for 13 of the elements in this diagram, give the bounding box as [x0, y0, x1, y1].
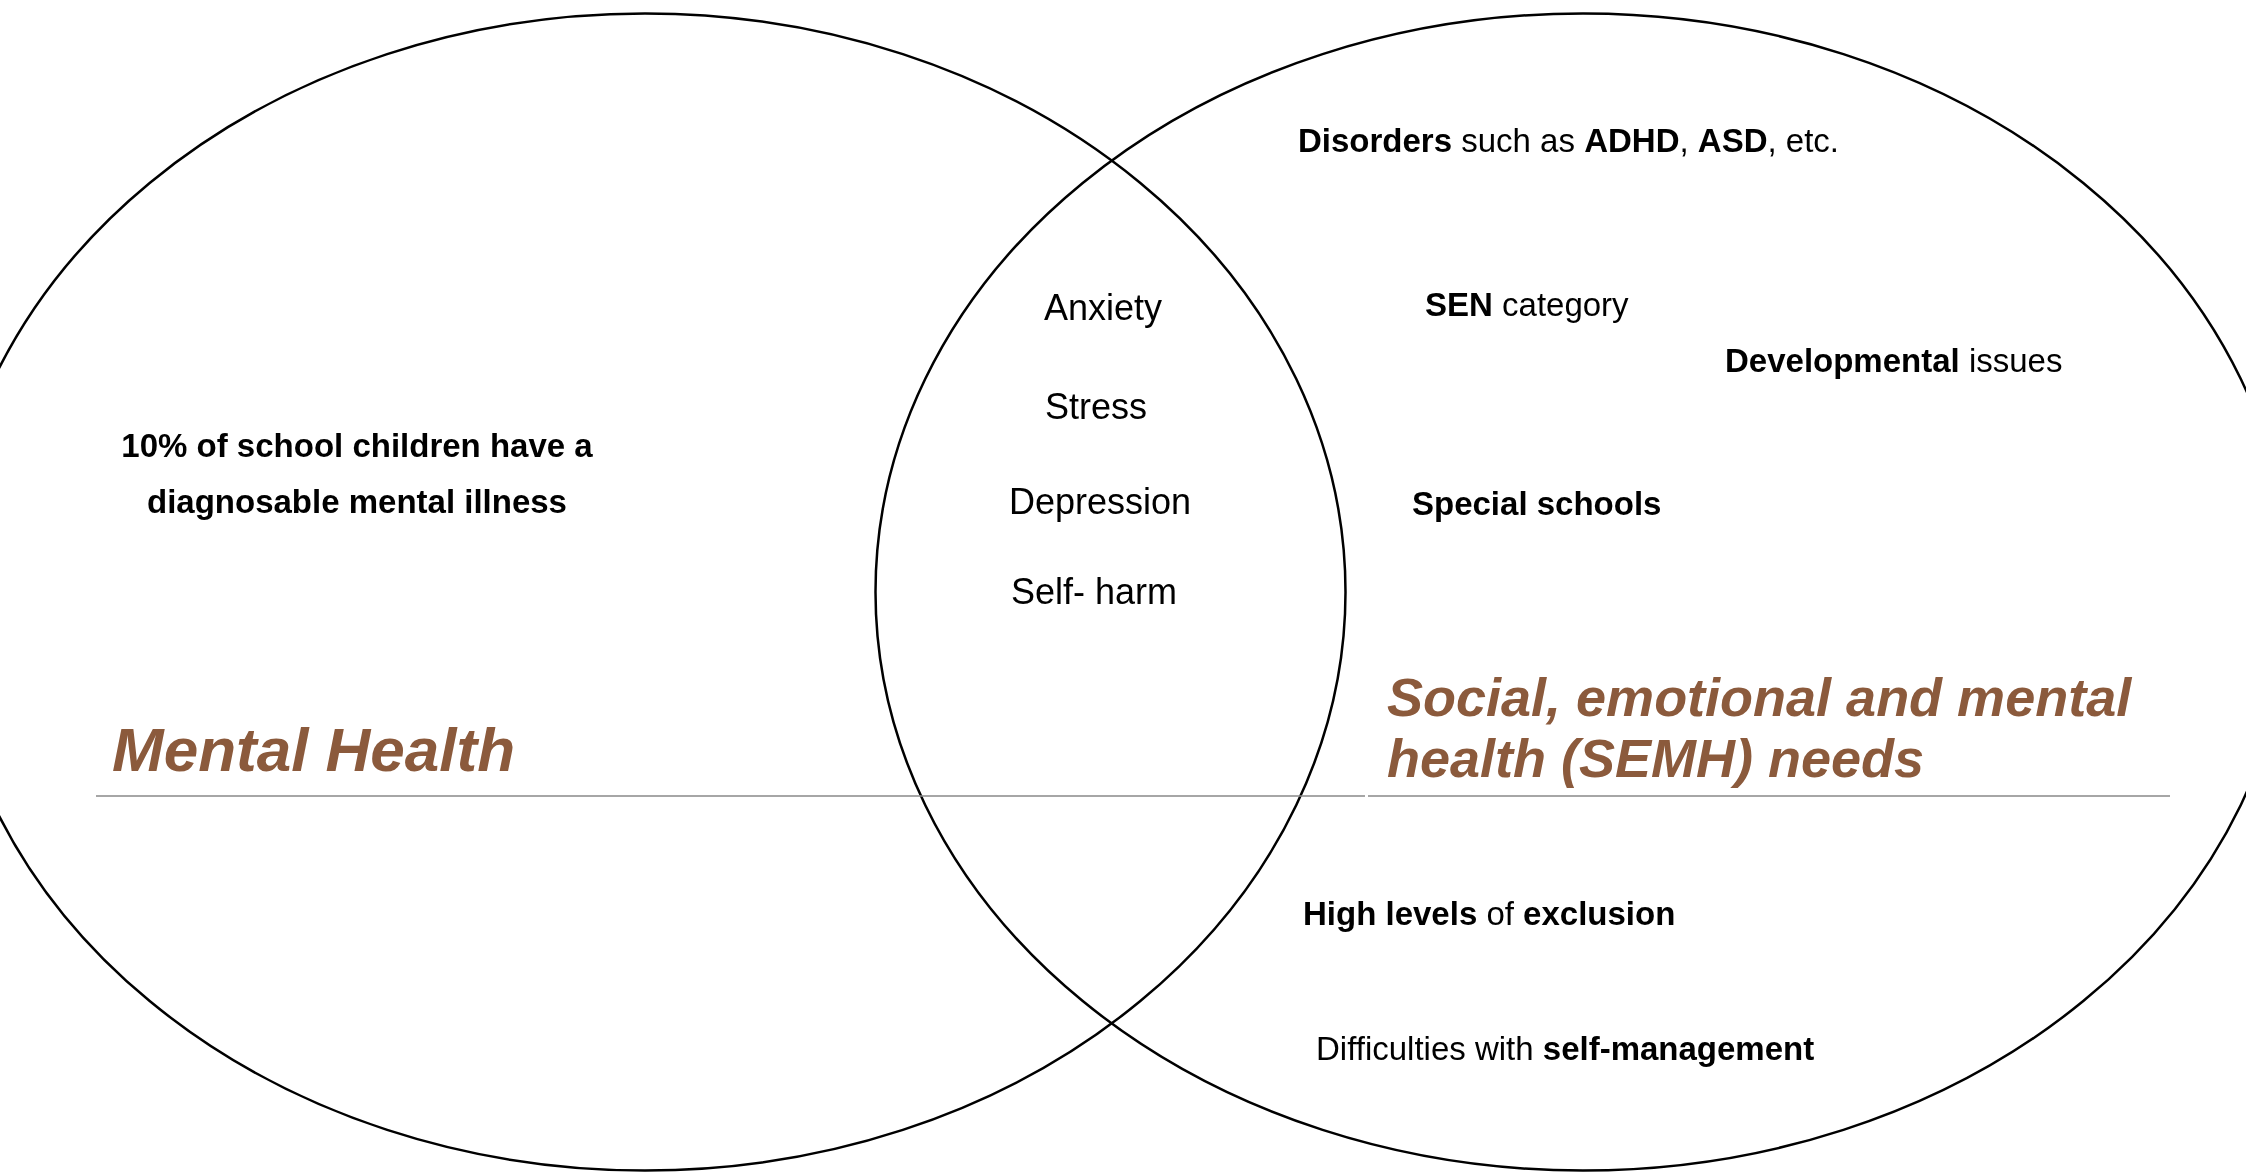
overlap-item-text: Depression [1008, 481, 1192, 523]
circle-title: Mental Health [112, 714, 517, 784]
statistic-text: 10% of school children have a diagnosable mental illness [120, 426, 594, 523]
item-text: Disorders such as ADHD, ASD, etc. [1298, 122, 1840, 160]
item-text: SEN category [1425, 286, 1629, 324]
item-text: Developmental issues [1725, 342, 2063, 380]
overlap-item-text: Self- harm [1011, 571, 1177, 613]
circle-title: Social, emotional and mental health (SEMH) needs [1387, 667, 2133, 788]
overlap-item-text: Anxiety [1043, 287, 1163, 329]
item-text: High levels of exclusion [1303, 895, 1676, 933]
item-text: Special schools [1412, 485, 1662, 523]
item-text: Difficulties with self-management [1316, 1030, 1815, 1068]
overlap-item-text: Stress [1045, 386, 1147, 428]
